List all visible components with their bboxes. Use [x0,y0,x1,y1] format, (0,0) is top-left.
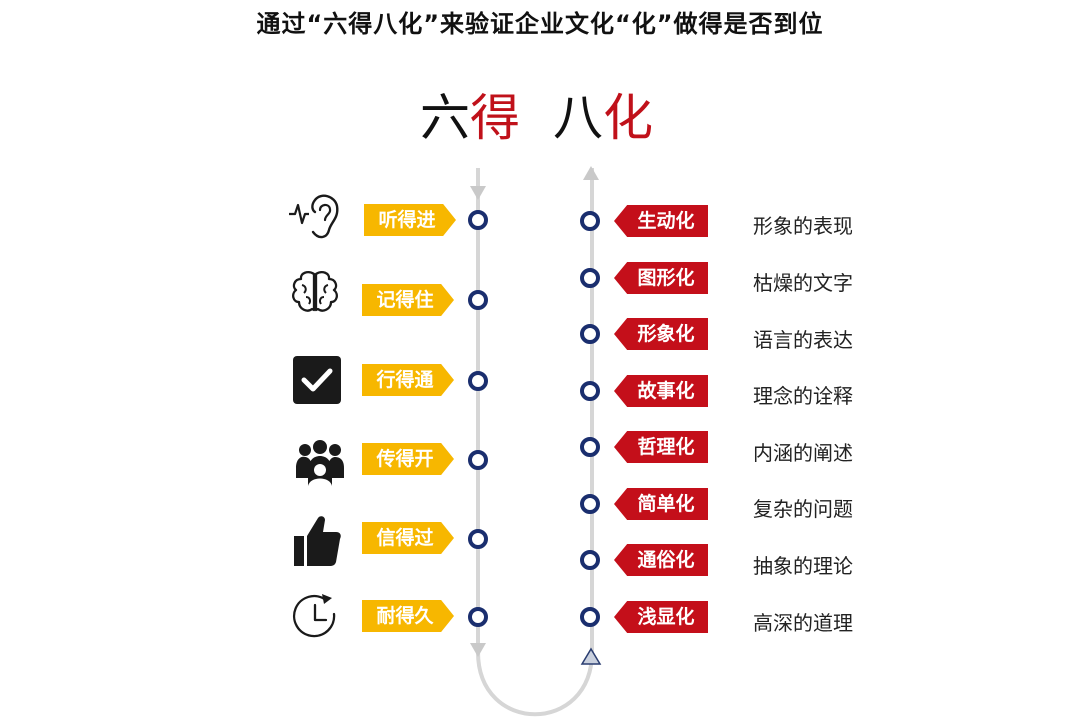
heading-char-2: 得 [470,89,520,147]
heading-liu-de: 六得 [420,86,520,150]
left-dot-3 [468,371,488,391]
right-tag-4: 故事化 [614,375,708,407]
right-desc-4: 理念的诠释 [753,384,853,408]
page-title: 通过“六得八化”来验证企业文化“化”做得是否到位 [256,10,824,38]
right-tag-6: 简单化 [614,488,708,520]
heading-ba-hua: 八化 [553,86,653,150]
right-desc-2: 枯燥的文字 [753,271,853,295]
right-tag-8: 浅显化 [614,601,708,633]
right-tag-3: 形象化 [614,318,708,350]
heading-char-1: 六 [420,89,470,147]
right-dot-8 [580,607,600,627]
right-tag-2: 图形化 [614,262,708,294]
heading-char-4: 化 [603,89,653,147]
checkbox-icon [293,356,341,404]
ear-icon [289,194,339,239]
right-dot-7 [580,550,600,570]
left-tag-1: 听得进 [364,204,456,236]
right-desc-1: 形象的表现 [753,214,853,238]
right-desc-5: 内涵的阐述 [753,441,853,465]
right-dot-4 [580,381,600,401]
right-tag-5: 哲理化 [614,431,708,463]
right-dot-5 [580,437,600,457]
left-tag-3: 行得通 [362,364,454,396]
track-arrow-up-top [583,166,599,180]
right-dot-2 [580,268,600,288]
people-icon [296,440,344,486]
right-desc-6: 复杂的问题 [753,497,853,521]
clock-icon [292,594,336,638]
right-dot-3 [580,324,600,344]
track-arrow-down-bottom [470,643,486,657]
left-dot-5 [468,529,488,549]
left-tag-2: 记得住 [362,284,454,316]
left-dot-2 [468,290,488,310]
left-tag-5: 信得过 [362,522,454,554]
left-dot-6 [468,607,488,627]
track-line [476,168,594,717]
track-arrow-up-bottom [580,647,602,665]
track-arrow-down-top [470,186,486,200]
right-desc-8: 高深的道理 [753,611,853,635]
right-dot-1 [580,211,600,231]
left-tag-6: 耐得久 [362,600,454,632]
left-dot-4 [468,450,488,470]
right-desc-3: 语言的表达 [753,328,853,352]
brain-icon [292,271,338,312]
left-dot-1 [468,210,488,230]
right-desc-7: 抽象的理论 [753,554,853,578]
right-tag-7: 通俗化 [614,544,708,576]
left-tag-4: 传得开 [362,443,454,475]
thumbs-up-icon [294,516,341,566]
right-dot-6 [580,494,600,514]
right-tag-1: 生动化 [614,205,708,237]
heading-char-3: 八 [553,89,603,147]
